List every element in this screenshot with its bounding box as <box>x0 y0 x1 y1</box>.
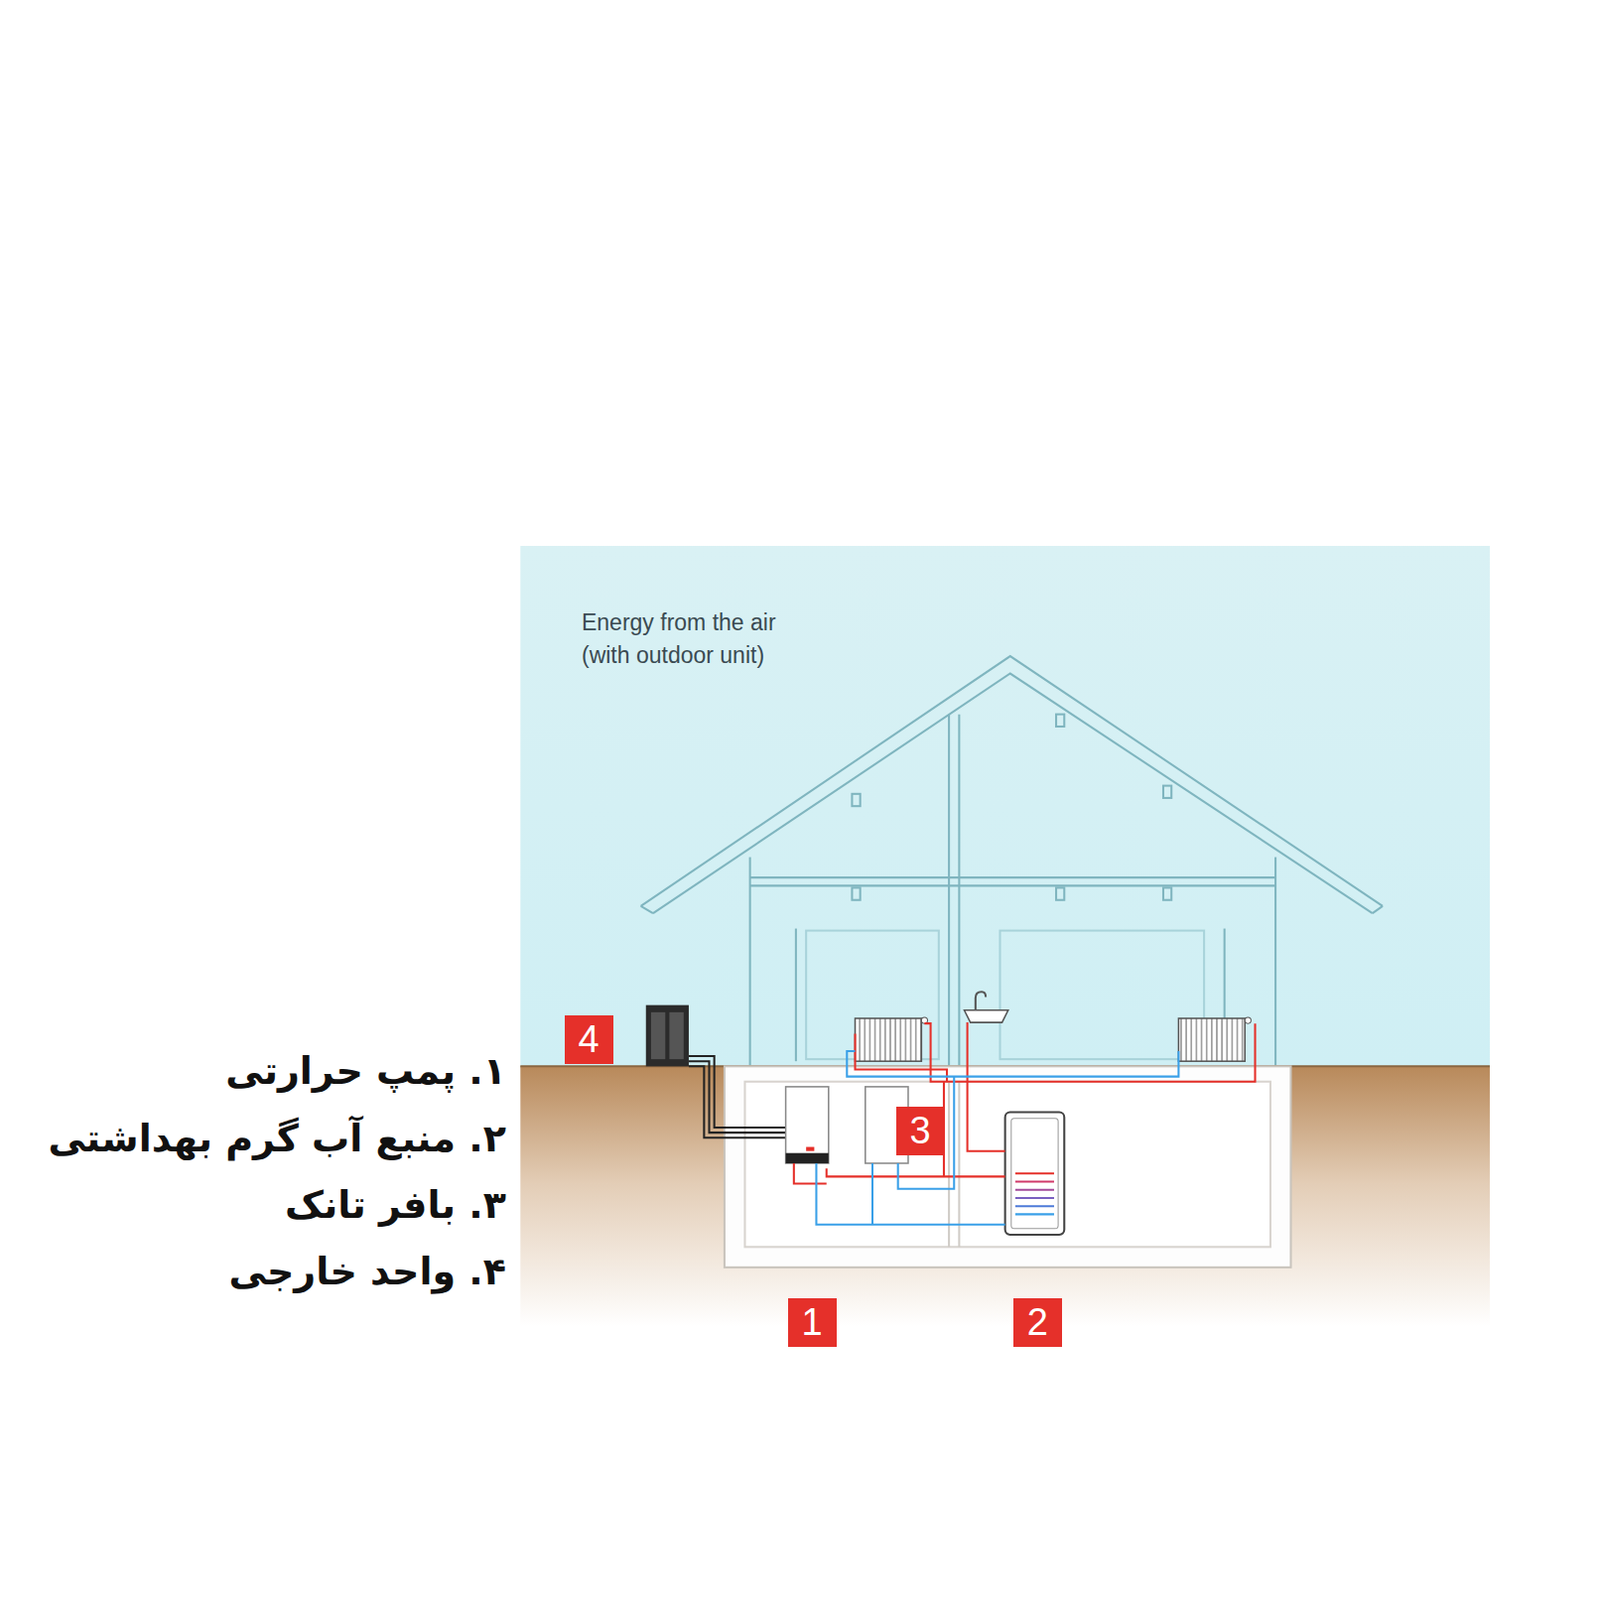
callout-number: 4 <box>564 1015 614 1065</box>
legend-item: ۴. واحد خارجی <box>228 1249 506 1296</box>
legend-item: ۲. منبع آب گرم بهداشتی <box>47 1116 507 1163</box>
heading-note: Energy from the air (with outdoor unit) <box>581 606 825 673</box>
callout-number: 1 <box>788 1298 837 1347</box>
callout-number: 3 <box>896 1106 945 1156</box>
legend-item: ۱. پمپ حرارتی <box>225 1049 507 1095</box>
callout-number: 2 <box>1013 1298 1063 1347</box>
legend-item: ۳. بافر تانک <box>284 1183 507 1229</box>
